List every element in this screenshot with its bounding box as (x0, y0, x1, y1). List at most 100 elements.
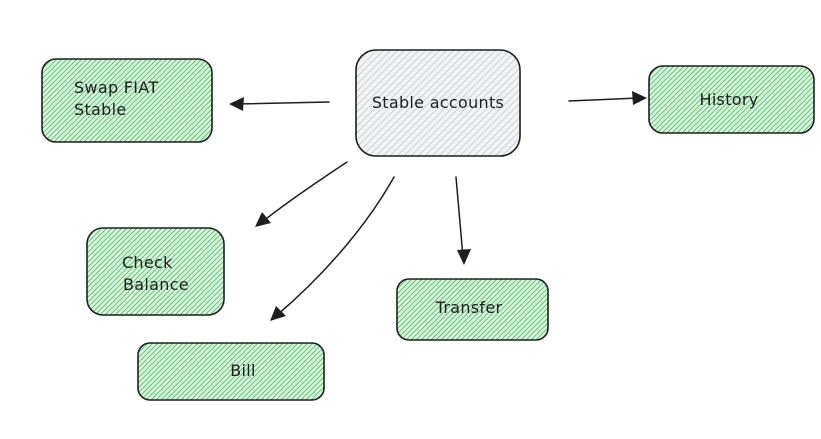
hatch-stroke (89, 228, 178, 315)
hatch-stroke (326, 343, 383, 400)
hatch-stroke (83, 59, 168, 142)
hatch-stroke (244, 59, 327, 142)
hatch-stroke (143, 59, 212, 142)
hatch-stroke (420, 279, 483, 340)
hatch-stroke (389, 50, 497, 156)
hatch-stroke (397, 279, 413, 340)
hatch-stroke (109, 228, 198, 315)
hatch-stroke (42, 59, 118, 142)
hatch-stroke (465, 279, 528, 340)
node-history-hatch (649, 66, 821, 133)
hatch-stroke (94, 228, 183, 315)
hatch-stroke (571, 279, 632, 340)
hatch-stroke (656, 66, 725, 133)
hatch-stroke (405, 279, 468, 340)
node-stable-accounts[interactable]: Stable accounts (250, 49, 727, 157)
hatch-stroke (766, 66, 814, 133)
hatch-stroke (305, 343, 324, 400)
hatch-stroke (701, 66, 770, 133)
hatch-stroke (118, 59, 203, 142)
hatch-stroke (410, 50, 518, 156)
hatch-stroke (153, 59, 212, 142)
hatch-stroke (155, 343, 214, 400)
hatch-stroke (87, 228, 143, 315)
hatch-stroke (173, 59, 212, 142)
hatch-stroke (219, 59, 302, 142)
hatch-stroke (661, 66, 730, 133)
hatch-stroke (535, 279, 548, 340)
hatch-stroke (190, 343, 249, 400)
hatch-stroke (480, 50, 520, 156)
hatch-stroke (397, 279, 453, 340)
hatch-stroke (58, 59, 143, 142)
hatch-stroke (649, 66, 715, 133)
hatch-stroke (300, 343, 324, 400)
hatch-stroke (42, 59, 123, 142)
hatch-stroke (530, 50, 636, 156)
hatch-stroke (397, 279, 398, 340)
hatch-stroke (452, 50, 520, 156)
hatch-stroke (397, 279, 428, 340)
hatch-stroke (356, 50, 385, 156)
hatch-stroke (183, 59, 212, 142)
hatch-stroke (230, 343, 289, 400)
hatch-stroke (138, 343, 154, 400)
hatch-stroke (255, 343, 314, 400)
hatch-stroke (351, 343, 408, 400)
hatch-stroke (545, 279, 548, 340)
hatch-stroke (450, 279, 513, 340)
node-bill-hatch (138, 343, 433, 400)
hatch-stroke (382, 50, 490, 156)
hatch-stroke (193, 59, 212, 142)
hatch-stroke (264, 59, 347, 142)
hatch-stroke (495, 279, 548, 340)
hatch-stroke (124, 228, 213, 315)
hatch-stroke (42, 59, 73, 142)
hatch-stroke (249, 59, 332, 142)
hatch-stroke (224, 59, 307, 142)
hatch-stroke (505, 279, 548, 340)
hatch-stroke (431, 50, 520, 156)
hatch-stroke (515, 279, 548, 340)
node-bill-label: Bill (230, 361, 256, 380)
hatch-stroke (269, 59, 352, 142)
hatch-stroke (556, 279, 617, 340)
edge-stable-accounts-to-bill (275, 176, 395, 317)
node-bill[interactable]: Bill (81, 342, 433, 401)
hatch-stroke (356, 50, 448, 156)
node-transfer[interactable]: Transfer (336, 278, 667, 341)
hatch-stroke (240, 343, 299, 400)
hatch-stroke (530, 279, 548, 340)
hatch-stroke (649, 66, 710, 133)
node-swap-fiat-stable[interactable]: Swap FIAT Stable (0, 58, 377, 143)
hatch-stroke (43, 59, 128, 142)
hatch-stroke (649, 66, 670, 133)
hatch-stroke (195, 343, 254, 400)
hatch-stroke (145, 343, 204, 400)
hatch-stroke (376, 343, 433, 400)
hatch-stroke (756, 66, 814, 133)
hatch-stroke (149, 228, 224, 315)
node-check-balance[interactable]: Check Balance (0, 227, 397, 316)
hatch-stroke (255, 228, 342, 315)
hatch-stroke (148, 59, 212, 142)
hatch-stroke (651, 66, 720, 133)
hatch-stroke (295, 228, 382, 315)
edge-stable-accounts-to-history (568, 97, 641, 102)
hatch-stroke (817, 66, 821, 133)
hatch-stroke (356, 50, 392, 156)
hatch-stroke (208, 59, 212, 142)
hatch-stroke (666, 66, 735, 133)
node-swap-fiat-stable-label: Swap FIAT Stable (74, 78, 164, 119)
hatch-stroke (42, 59, 43, 142)
hatch-stroke (129, 228, 218, 315)
hatch-stroke (163, 59, 212, 142)
hatch-stroke (415, 279, 478, 340)
hatch-stroke (165, 343, 224, 400)
hatch-stroke (445, 279, 508, 340)
hatch-stroke (254, 59, 337, 142)
hatch-stroke (356, 50, 434, 156)
node-history[interactable]: History (582, 65, 821, 134)
hatch-stroke (430, 279, 493, 340)
hatch-stroke (199, 228, 224, 315)
